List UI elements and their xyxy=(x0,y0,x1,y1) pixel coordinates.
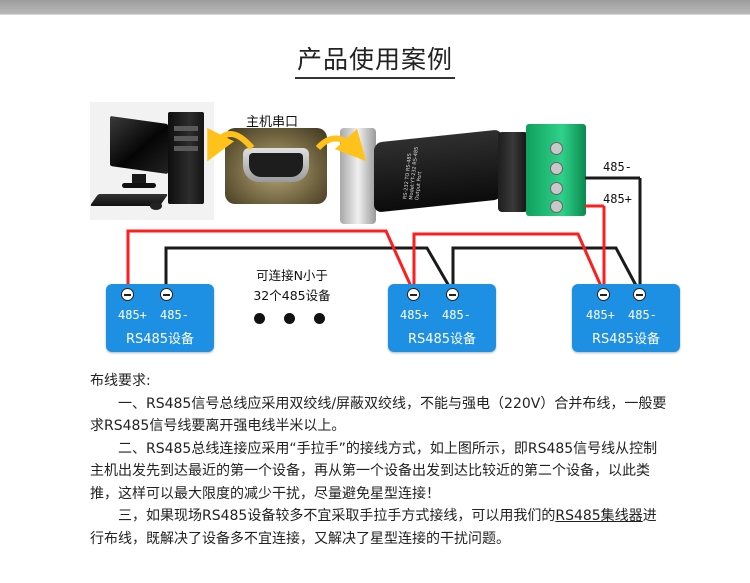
terminal-minus-icon xyxy=(446,288,459,301)
page-title: 产品使用案例 xyxy=(0,40,750,79)
terminal-block xyxy=(526,124,586,216)
terminal-plus-icon xyxy=(407,288,420,301)
ellipsis-dot xyxy=(284,313,295,324)
ellipsis-dot xyxy=(314,313,325,324)
pin-minus-label: 485- xyxy=(628,308,657,322)
device-name: RS485设备 xyxy=(407,332,477,347)
requirement-3: 三，如果现场RS485设备较多不宜采取手拉手方式接线，可以用我们的RS485集线… xyxy=(90,508,657,547)
mouse-shape xyxy=(150,202,162,210)
pin-plus-label: 485+ xyxy=(586,308,615,322)
terminal-plus-icon xyxy=(597,288,610,301)
requirement-2: 二、RS485总线连接应采用“手拉手”的接线方式，如上图所示，即RS485信号线… xyxy=(90,440,658,502)
device-count-note: 可连接N小于 32个485设备 xyxy=(253,268,331,303)
device-name: RS485设备 xyxy=(591,332,661,347)
terminal-minus-icon xyxy=(160,288,173,301)
rs485-hub-link[interactable]: RS485集线器 xyxy=(555,508,643,524)
screw-icon xyxy=(550,200,563,213)
wire-label-minus: 485- xyxy=(603,160,632,174)
pin-minus-label: 485- xyxy=(442,308,471,322)
terminal-plus-icon xyxy=(121,288,134,301)
terminal-minus-icon xyxy=(633,288,646,301)
ellipsis-dot xyxy=(254,313,265,324)
requirement-1: 一、RS485信号总线应采用双绞线/屏蔽双绞线，不能与强电（220V）合并布线，… xyxy=(90,395,667,435)
pin-minus-label: 485- xyxy=(160,308,189,322)
port-label: 主机串口 xyxy=(246,115,299,130)
rs485-device-3: 485+ 485- RS485设备 xyxy=(572,284,680,352)
screw-icon xyxy=(550,162,563,175)
red-wire xyxy=(126,206,606,294)
wiring-requirements: 布线要求: 一、RS485信号总线应采用双绞线/屏蔽双绞线，不能与强电（220V… xyxy=(90,370,670,550)
pin-plus-label: 485+ xyxy=(118,308,147,322)
rs485-device-1: 485+ 485- RS485设备 xyxy=(106,284,214,352)
screw-icon xyxy=(550,182,563,195)
computer-image xyxy=(90,102,214,220)
requirements-heading: 布线要求: xyxy=(90,373,151,389)
wire-label-plus: 485+ xyxy=(603,192,632,206)
rs485-device-2: 485+ 485- RS485设备 xyxy=(388,284,496,352)
pin-plus-label: 485+ xyxy=(400,308,429,322)
top-band xyxy=(0,0,750,15)
yellow-arrow-icon xyxy=(315,128,367,162)
device-name: RS485设备 xyxy=(125,332,195,347)
converter-image: RS-232 TO RS-485 Model:YT-232 RS-485 Out… xyxy=(340,118,590,226)
screw-icon xyxy=(550,142,563,155)
yellow-arrow-icon xyxy=(207,127,255,162)
